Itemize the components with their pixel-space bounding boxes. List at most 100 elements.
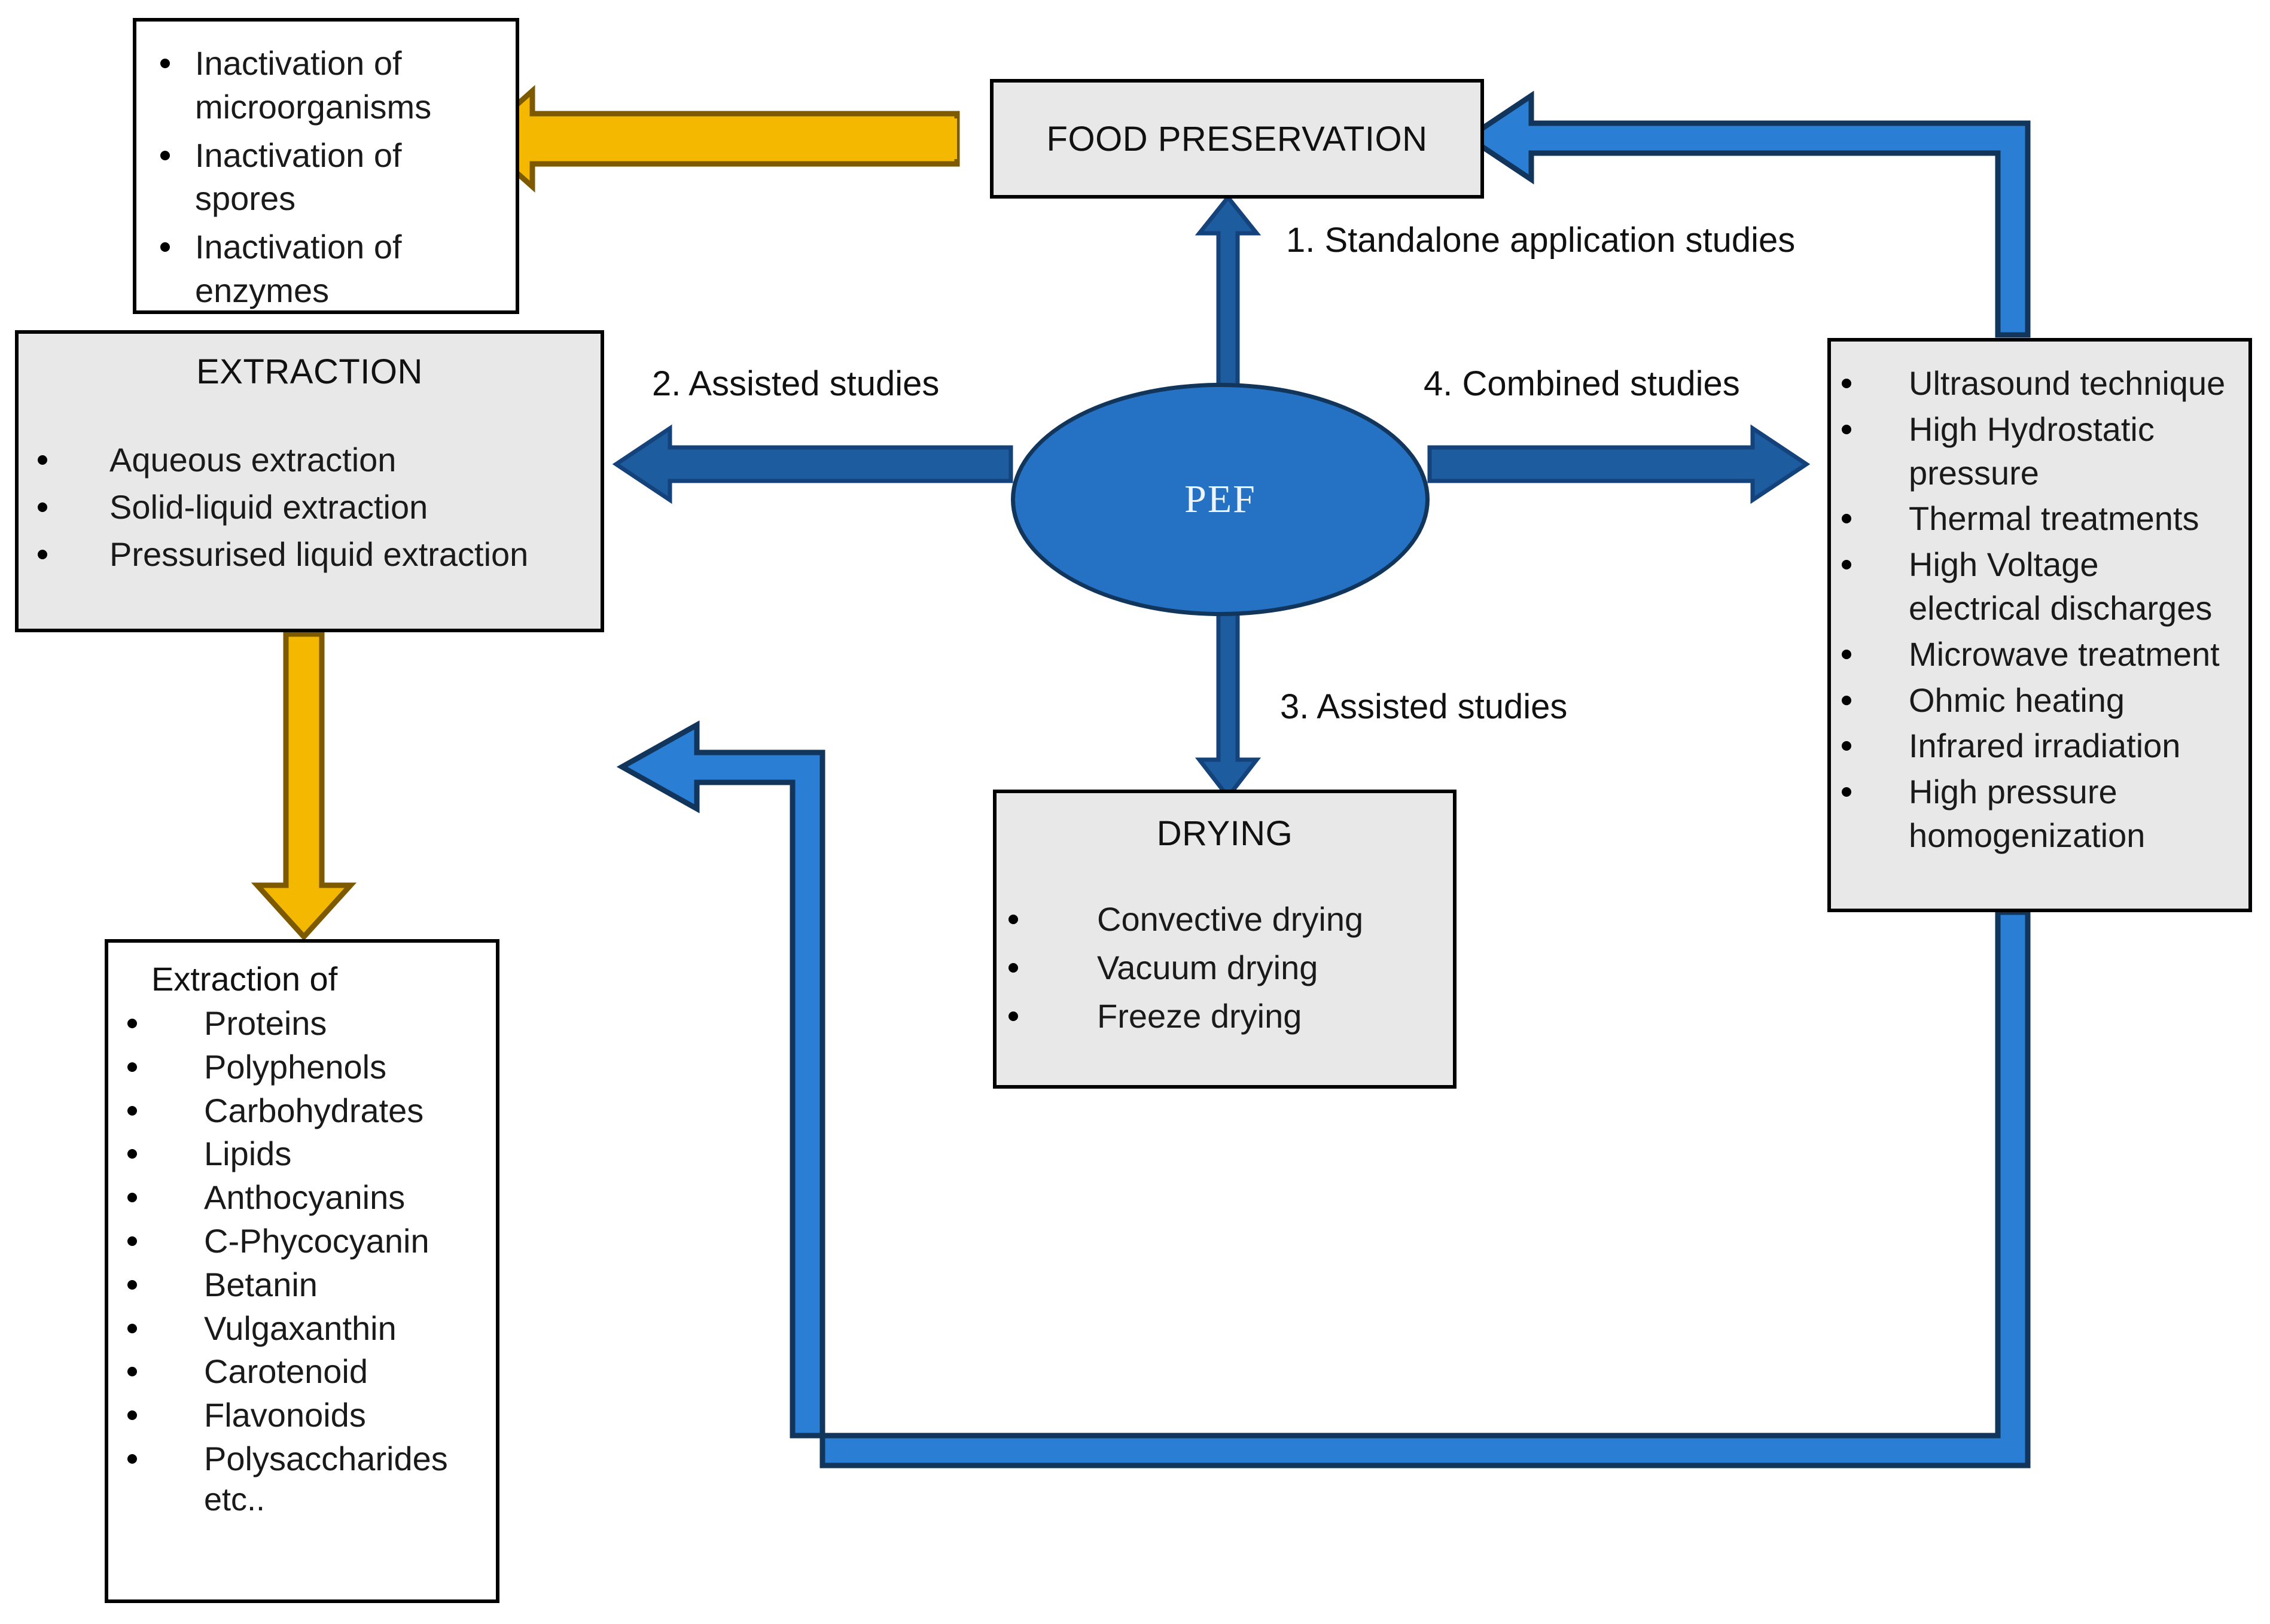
bullet-dot — [160, 59, 170, 68]
bullet-dot — [160, 150, 170, 160]
list-item: Vacuum drying — [1008, 946, 1441, 990]
blue-arrow-pef-to-drying — [1195, 608, 1262, 800]
bullet-dot — [127, 1367, 137, 1377]
list-item: Proteins — [127, 1002, 484, 1046]
drying-title: DRYING — [1156, 814, 1293, 853]
list-item-label: Proteins — [204, 1004, 327, 1042]
list-item: High Hydrostatic pressure — [1842, 408, 2240, 495]
inactivation-list: Inactivation of microorganisms Inactivat… — [160, 42, 499, 313]
bullet-dot — [160, 242, 170, 252]
list-item-label: Solid-liquid extraction — [109, 487, 428, 526]
list-item: Polyphenols — [127, 1046, 484, 1089]
bullet-dot — [127, 1149, 137, 1159]
extraction-of-list: Proteins Polyphenols Carbohydrates Lipid… — [127, 1002, 484, 1481]
list-item-label: High Hydrostatic pressure — [1909, 410, 2155, 492]
extraction-list: Aqueous extraction Solid-liquid extracti… — [32, 438, 587, 576]
list-item-label: Inactivation of spores — [195, 136, 402, 218]
pef-node-label: PEF — [1184, 477, 1256, 521]
bullet-dot — [38, 502, 47, 512]
list-item-label: Carotenoid — [204, 1352, 368, 1391]
list-item: C-Phycocyanin — [127, 1220, 484, 1263]
list-item: Flavonoids — [127, 1394, 484, 1437]
drying-list: Convective drying Vacuum drying Freeze d… — [1008, 898, 1441, 1038]
list-item-label: Freeze drying — [1097, 997, 1302, 1035]
list-item: Thermal treatments — [1842, 497, 2240, 541]
list-item-label: Lipids — [204, 1135, 292, 1173]
extraction-of-footer: etc.. — [204, 1481, 266, 1518]
list-item: Inactivation of enzymes — [160, 226, 499, 313]
bullet-dot — [1842, 424, 1851, 434]
list-item-label: High pressure homogenization — [1909, 773, 2146, 854]
combined-techniques-box: Ultrasound technique High Hydrostatic pr… — [1827, 338, 2252, 912]
extraction-of-title: Extraction of — [151, 960, 338, 998]
bullet-dot — [127, 1454, 137, 1464]
bullet-dot — [127, 1019, 137, 1028]
list-item-label: Ultrasound technique — [1909, 364, 2226, 402]
list-item: Anthocyanins — [127, 1176, 484, 1220]
bullet-dot — [1842, 514, 1851, 524]
bullet-dot — [127, 1062, 137, 1072]
list-item: High Voltage electrical discharges — [1842, 543, 2240, 630]
list-item: Microwave treatment — [1842, 633, 2240, 677]
list-item-label: Pressurised liquid extraction — [109, 535, 529, 573]
list-item: Vulgaxanthin — [127, 1307, 484, 1351]
list-item: Ultrasound technique — [1842, 362, 2240, 406]
list-item-label: Inactivation of microorganisms — [195, 44, 432, 126]
bullet-dot — [1842, 741, 1851, 751]
bullet-dot — [1008, 915, 1018, 924]
list-item-label: C-Phycocyanin — [204, 1221, 429, 1260]
list-item: High pressure homogenization — [1842, 770, 2240, 858]
bullet-dot — [127, 1323, 137, 1333]
list-item-label: Polysaccharides — [204, 1439, 448, 1477]
list-item-label: Anthocyanins — [204, 1178, 406, 1217]
list-item-label: Thermal treatments — [1909, 499, 2199, 538]
blue-arrow-pef-to-extraction — [612, 424, 1013, 504]
connector-label-assisted-extraction: 2. Assisted studies — [652, 364, 940, 403]
food-preservation-title: FOOD PRESERVATION — [1046, 119, 1428, 159]
extraction-title: EXTRACTION — [196, 352, 423, 391]
blue-arrow-pef-to-techniques — [1427, 424, 1811, 504]
list-item: Polysaccharides — [127, 1437, 484, 1481]
drying-box: DRYING Convective drying Vacuum drying F… — [993, 790, 1457, 1089]
list-item: Aqueous extraction — [38, 438, 587, 482]
bullet-dot — [127, 1236, 137, 1246]
connector-label-combined: 4. Combined studies — [1424, 364, 1740, 403]
list-item-label: Convective drying — [1097, 900, 1364, 938]
bullet-dot — [1842, 560, 1851, 570]
list-item: Pressurised liquid extraction — [38, 533, 587, 577]
list-item-label: Polyphenols — [204, 1047, 387, 1086]
list-item: Ohmic heating — [1842, 679, 2240, 723]
pef-node: PEF — [1011, 383, 1430, 616]
connector-label-standalone: 1. Standalone application studies — [1286, 221, 1796, 260]
list-item-label: Vacuum drying — [1097, 948, 1318, 986]
techniques-list: Ultrasound technique High Hydrostatic pr… — [1842, 362, 2240, 858]
list-item: Betanin — [127, 1263, 484, 1307]
list-item: Infrared irradiation — [1842, 724, 2240, 768]
bullet-dot — [1842, 649, 1851, 659]
bullet-dot — [1008, 1011, 1018, 1021]
list-item-label: Flavonoids — [204, 1396, 366, 1434]
bullet-dot — [1008, 962, 1018, 973]
list-item-label: Infrared irradiation — [1909, 727, 2181, 765]
blue-elbow-techniques-to-extraction — [616, 720, 2031, 1468]
bullet-dot — [1842, 695, 1851, 705]
list-item: Inactivation of microorganisms — [160, 42, 499, 129]
list-item: Inactivation of spores — [160, 134, 499, 221]
bullet-dot — [38, 455, 47, 465]
bullet-dot — [127, 1105, 137, 1116]
inactivation-outcomes-box: Inactivation of microorganisms Inactivat… — [133, 18, 519, 314]
food-preservation-box: FOOD PRESERVATION — [990, 79, 1484, 199]
bullet-dot — [127, 1193, 137, 1203]
bullet-dot — [127, 1279, 137, 1290]
bullet-dot — [1842, 787, 1851, 797]
list-item-label: Inactivation of enzymes — [195, 228, 402, 309]
list-item-label: Betanin — [204, 1265, 318, 1303]
list-item: Convective drying — [1008, 898, 1441, 942]
list-item: Freeze drying — [1008, 995, 1441, 1038]
list-item: Carbohydrates — [127, 1089, 484, 1133]
bullet-dot — [127, 1410, 137, 1421]
list-item-label: Aqueous extraction — [109, 441, 397, 479]
bullet-dot — [38, 549, 47, 559]
